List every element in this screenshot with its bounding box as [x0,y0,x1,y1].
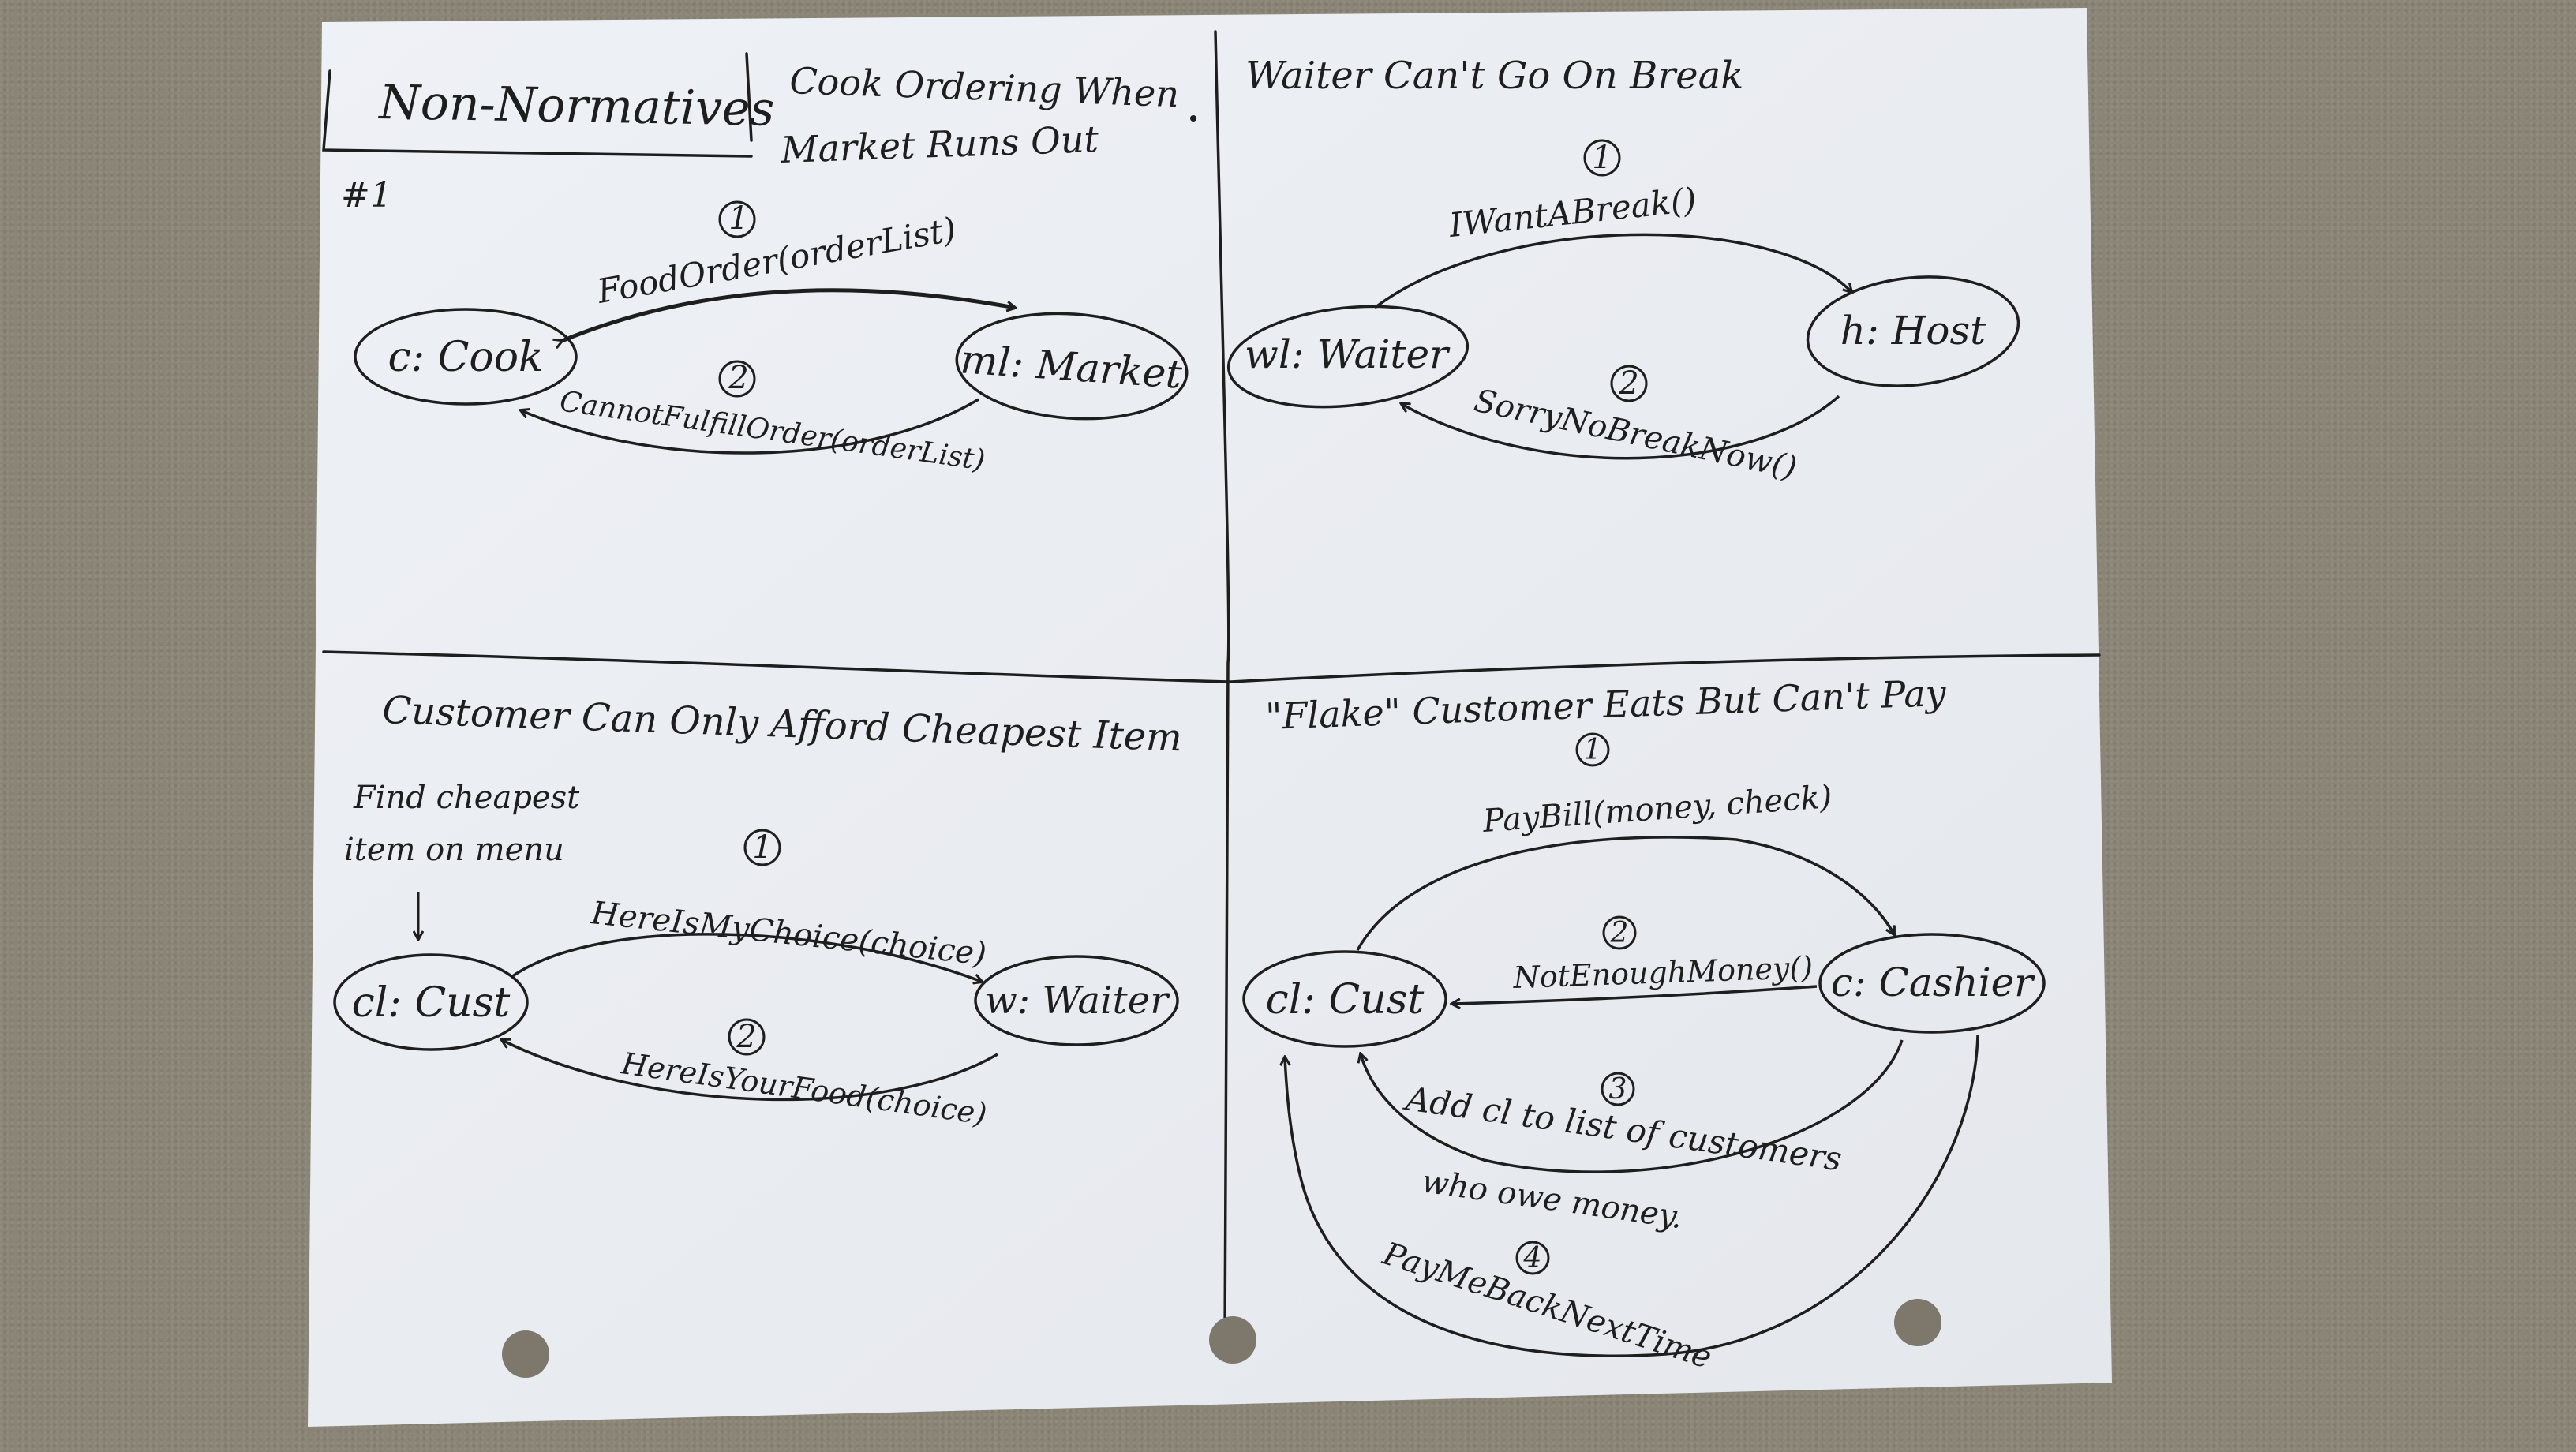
node-cust-label: cl: Cust [352,979,511,1027]
q4-step-3: 3 [1609,1073,1627,1106]
msg-pay-back-arrow [1285,1035,1979,1357]
q1-step-2-circle [718,360,756,398]
msg-no-break-arrow [1402,395,1840,460]
bullet-dot [1190,115,1196,122]
q3-step-2-circle [728,1018,766,1056]
msg-cannot-fulfill-arrow [521,398,979,455]
q4-step-2: 2 [1610,917,1629,949]
node-cust-q4-label: cl: Cust [1266,976,1425,1024]
node-cashier-label: c: Cashier [1831,960,2035,1005]
q4-step-2-circle [1602,915,1637,950]
q2-title: Waiter Can't Go On Break [1245,54,1743,98]
node-host [1806,275,2020,387]
msg-my-choice-arrow [511,933,982,982]
paper-sheet [308,8,2112,1427]
node-cashier [1818,933,2046,1034]
q3-step-1-circle [743,829,781,866]
msg-not-enough-arrow [1452,985,1818,1004]
node-host-label: h: Host [1840,308,1986,354]
title-box [322,52,753,158]
node-waiter-q3 [974,955,1179,1046]
node-waiter-q3-label: w: Waiter [985,979,1170,1023]
q4-step-3-circle [1601,1072,1635,1106]
q4-step-4-circle [1515,1241,1550,1275]
q3-step-1: 1 [752,829,772,866]
msg-pay-bill-arrow [1356,836,1894,951]
msg-want-break-arrow [1373,233,1852,309]
punch-holes [502,1299,1941,1378]
node-cust-q4 [1242,950,1447,1048]
node-cook [354,308,578,406]
node-cook-label: c: Cook [388,334,543,381]
q2-step-1: 1 [1592,140,1612,176]
q3-note-line2: item on menu [344,832,564,868]
msg-your-food-arrow [502,1040,998,1102]
q1-step-1-circle [718,200,756,238]
q2-step-1-circle [1583,139,1621,177]
quadrant-dividers [322,30,2101,1343]
page-number: #1 [341,175,392,215]
msg-add-to-list-arrow [1361,1039,1904,1173]
q3-step-2: 2 [736,1019,756,1055]
msg-food-order-arrow [562,288,1015,341]
q1-step-2: 2 [728,360,748,396]
q3-note-line1: Find cheapest [353,780,580,816]
q1-step-1: 1 [728,200,748,237]
q2-step-2: 2 [1618,365,1638,402]
q4-step-4: 4 [1523,1242,1542,1274]
q4-step-1-circle [1575,732,1610,767]
q2-step-2-circle [1610,365,1648,402]
node-waiter [1226,305,1470,409]
node-waiter-label: wl: Waiter [1245,331,1451,377]
page-title: Non-Normatives [377,75,775,137]
node-market [955,312,1189,421]
q4-step-1: 1 [1584,734,1602,766]
node-cust [333,953,529,1051]
